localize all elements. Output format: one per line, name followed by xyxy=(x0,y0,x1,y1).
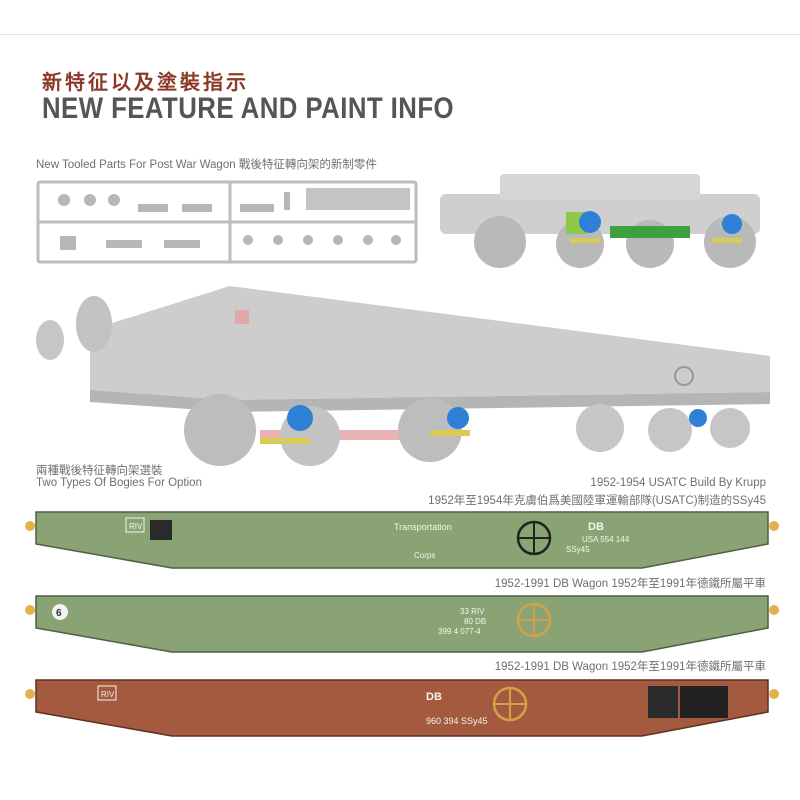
page-title-en: NEW FEATURE AND PAINT INFO xyxy=(42,92,455,125)
db-label-db-red: DB xyxy=(426,691,442,703)
wagon-db-red-side: RIV DB 960 394 SSy45 xyxy=(25,679,779,737)
corps-label: Corps xyxy=(414,551,435,560)
usatc-caption-cn: 1952年至1954年克虜伯爲美國陸軍運輸部隊(USATC)制造的SSy45 xyxy=(428,495,766,507)
wagon-number-usatc: USA 554 144 xyxy=(582,535,630,544)
parts-sprue-image xyxy=(36,180,418,264)
riv-box-db-red xyxy=(97,685,117,701)
wagon-db-green-side: 6 33 RIV 80 DB 399 4 077-4 xyxy=(25,595,779,653)
top-divider xyxy=(0,34,800,35)
riv-label-usatc: RIV xyxy=(129,522,143,531)
usatc-caption-en: 1952-1954 USATC Build By Krupp xyxy=(590,477,766,489)
pink-frame-part xyxy=(260,430,450,440)
bogie-closeup-image xyxy=(440,174,760,268)
transportation-label: Transportation xyxy=(394,522,452,532)
wagon-badge-circle xyxy=(52,604,68,620)
db-label-db-green: 80 DB xyxy=(464,617,486,626)
db-caption-2: 1952-1991 DB Wagon 1952年至1991年德鐵所屬平車 xyxy=(494,661,766,673)
db-caption-1: 1952-1991 DB Wagon 1952年至1991年德鐵所屬平車 xyxy=(494,578,766,590)
wagon-number-db-green: 399 4 077-4 xyxy=(438,627,481,636)
wagon-class-usatc: SSy45 xyxy=(566,545,590,554)
bogies-caption-en: Two Types Of Bogies For Option xyxy=(36,477,202,489)
bogies-caption-cn: 兩種戰後特征轉向架選裝 xyxy=(36,465,163,477)
sprue-parts xyxy=(58,188,410,250)
riv-box-usatc xyxy=(125,517,145,533)
tooled-parts-caption: New Tooled Parts For Post War Wagon 戰後特征… xyxy=(36,159,377,171)
sprue-frame xyxy=(36,180,418,264)
riv-label-db-red: RIV xyxy=(101,690,115,699)
green-bogie-part xyxy=(610,226,690,238)
page-title-cn: 新特征以及塗裝指示 xyxy=(42,70,249,94)
wagon-usatc-side: RIV Transportation Corps DB USA 554 144 … xyxy=(25,511,779,569)
wagon-badge-number: 6 xyxy=(56,608,62,619)
wagon-render-image xyxy=(36,286,770,466)
wagon-number-db-red: 960 394 SSy45 xyxy=(426,716,488,726)
riv-label-db-green: 33 RIV xyxy=(460,607,485,616)
db-label-usatc: DB xyxy=(588,521,604,533)
blue-axlebox-part xyxy=(579,211,601,233)
